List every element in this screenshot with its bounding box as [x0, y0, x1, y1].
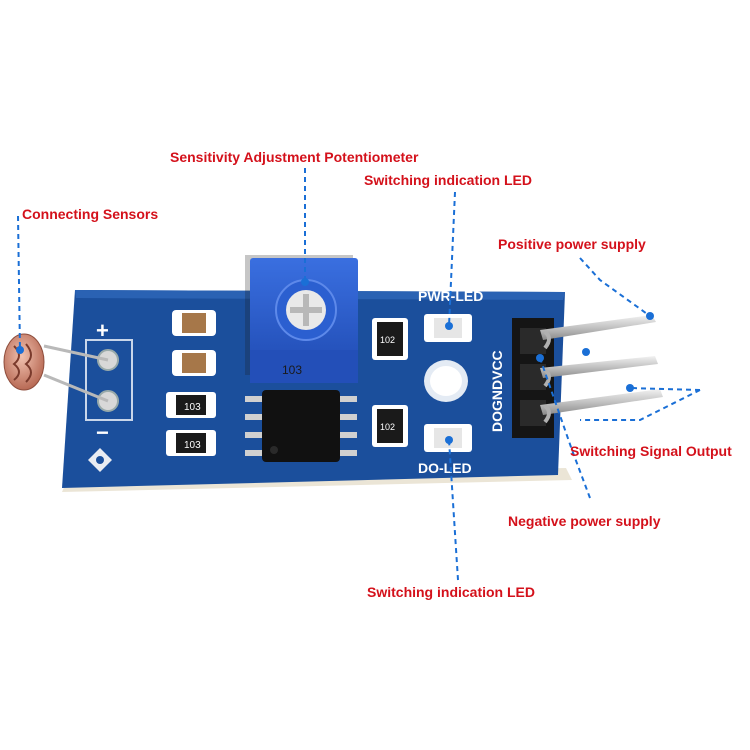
pin-label: DOGNDVCC: [489, 350, 505, 432]
plus-sign: +: [96, 318, 109, 343]
leader-dots: [16, 278, 654, 444]
smd-resistor-do: [372, 405, 408, 447]
pwr-led-label: PWR-LED: [418, 288, 483, 304]
ground-pad-icon: [88, 448, 112, 472]
callout-signal-output: Switching Signal Output: [570, 443, 732, 459]
smd-resistor-2: [166, 430, 216, 456]
minus-sign: −: [96, 420, 109, 445]
mounting-hole: [424, 360, 468, 402]
potentiometer-code: 103: [282, 363, 302, 377]
leader-pwr-led: [448, 191, 456, 327]
leader-connecting: [17, 215, 21, 351]
smd-resistor-1: [166, 392, 216, 418]
resistor-code-1: 103: [184, 402, 201, 413]
leader-signal-output: [580, 389, 701, 421]
header-pins: [540, 315, 663, 424]
smd-capacitor-1: [172, 310, 216, 336]
smd-code-pwr: 102: [380, 335, 395, 345]
potentiometer: [245, 255, 358, 383]
comparator-chip: [245, 390, 357, 462]
leader-lines: [17, 168, 701, 581]
do-led-label: DO-LED: [418, 460, 472, 476]
smd-resistor-pwr: [372, 318, 408, 360]
sensor-terminal-pads: [85, 339, 133, 421]
smd-capacitor-2: [172, 350, 216, 376]
callout-sensitivity-potentiometer: Sensitivity Adjustment Potentiometer: [170, 149, 419, 165]
callout-do-led: Switching indication LED: [367, 584, 535, 600]
callout-connecting-sensors: Connecting Sensors: [22, 206, 159, 222]
callout-negative-power: Negative power supply: [508, 513, 661, 529]
smd-code-do: 102: [380, 422, 395, 432]
leader-signal-output-2: [629, 387, 701, 391]
resistor-code-2: 103: [184, 440, 201, 451]
leader-positive: [579, 257, 651, 317]
callout-pwr-led: Switching indication LED: [364, 172, 532, 188]
callout-positive-power: Positive power supply: [498, 236, 646, 252]
